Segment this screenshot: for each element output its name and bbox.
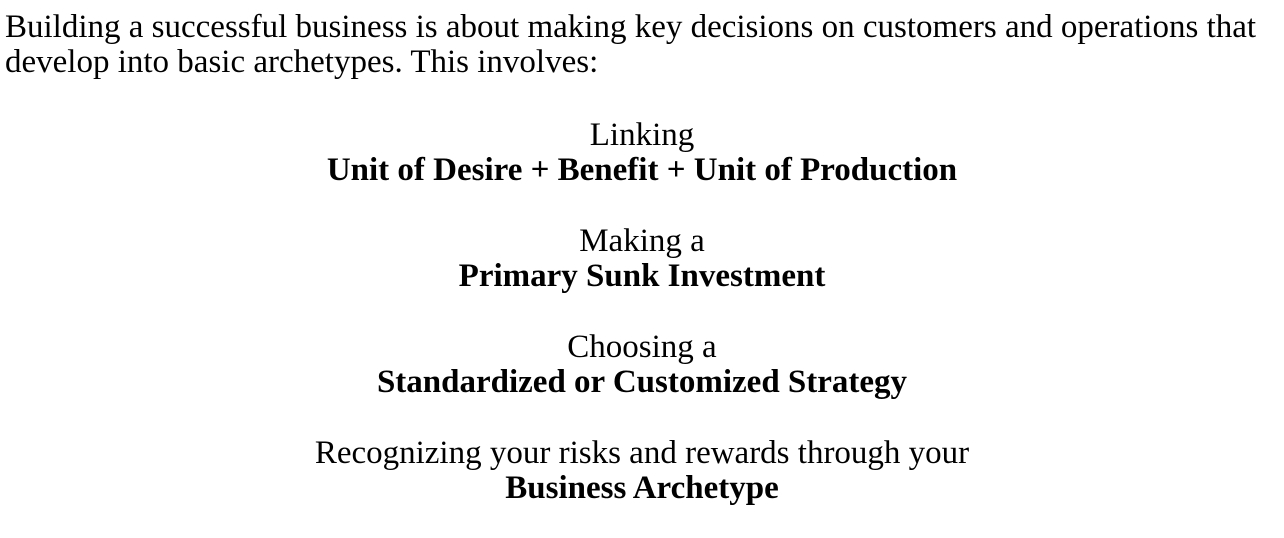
step-linking: Linking Unit of Desire + Benefit + Unit …	[0, 118, 1284, 188]
step-key-text: Primary Sunk Investment	[458, 258, 826, 294]
steps-list: Linking Unit of Desire + Benefit + Unit …	[0, 118, 1284, 506]
step-strategy: Choosing a Standardized or Customized St…	[0, 330, 1284, 400]
step-archetype: Recognizing your risks and rewards throu…	[0, 436, 1284, 506]
intro-paragraph: Building a successful business is about …	[5, 9, 1257, 80]
step-lead-text: Linking	[589, 117, 695, 153]
step-key-text: Business Archetype	[505, 470, 779, 506]
step-key-text: Standardized or Customized Strategy	[376, 364, 908, 400]
step-investment: Making a Primary Sunk Investment	[0, 224, 1284, 294]
step-key-text: Unit of Desire + Benefit + Unit of Produ…	[326, 152, 958, 188]
step-lead-text: Recognizing your risks and rewards throu…	[314, 435, 970, 471]
step-lead-text: Making a	[579, 223, 705, 259]
step-lead-text: Choosing a	[567, 329, 717, 365]
